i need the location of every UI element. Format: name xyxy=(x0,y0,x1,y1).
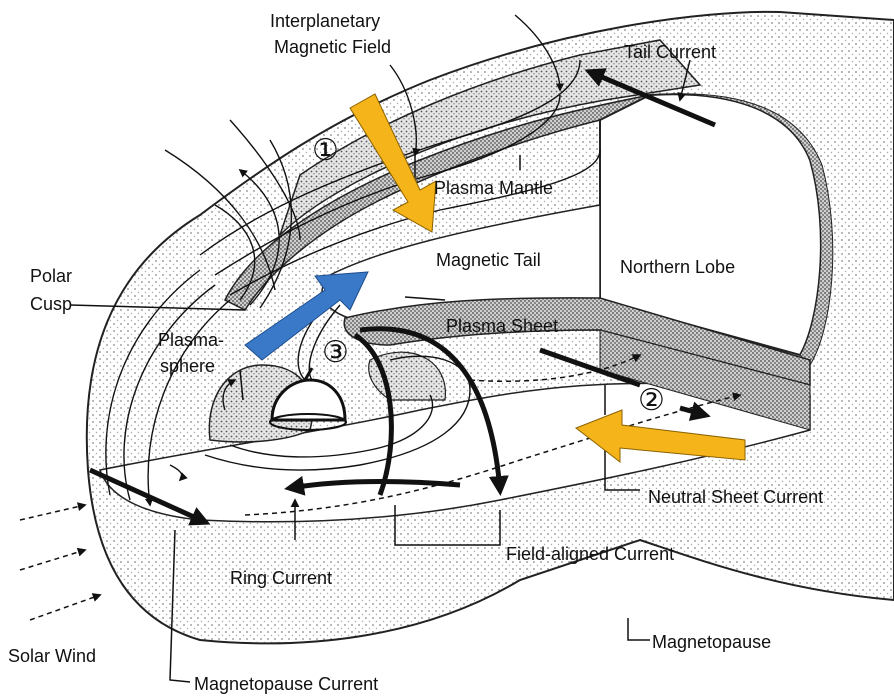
label-magnetopause: Magnetopause xyxy=(652,632,771,652)
label-polar-cusp-line1: Polar xyxy=(30,266,72,286)
label-tail-current: Tail Current xyxy=(624,42,716,62)
label-plasma-mantle: Plasma Mantle xyxy=(434,178,553,198)
label-plasmasphere-line2: sphere xyxy=(160,356,215,376)
label-northern-lobe: Northern Lobe xyxy=(620,257,735,277)
label-solar-wind: Solar Wind xyxy=(8,646,96,666)
label-magnetopause-current: Magnetopause Current xyxy=(194,674,378,694)
label-plasma-sheet: Plasma Sheet xyxy=(446,316,558,336)
label-field-aligned-current: Field-aligned Current xyxy=(506,544,674,564)
label-ring-current: Ring Current xyxy=(230,568,332,588)
label-magnetic-tail: Magnetic Tail xyxy=(436,250,541,270)
label-neutral-sheet-current: Neutral Sheet Current xyxy=(648,487,823,507)
marker-two: ② xyxy=(638,383,665,418)
label-polar-cusp-line2: Cusp xyxy=(30,294,72,314)
label-imf-line2: Magnetic Field xyxy=(274,37,391,57)
marker-three: ③ xyxy=(322,335,349,370)
label-plasmasphere-line1: Plasma- xyxy=(158,330,224,350)
label-imf-line1: Interplanetary xyxy=(270,11,380,31)
marker-one: ① xyxy=(312,133,339,168)
